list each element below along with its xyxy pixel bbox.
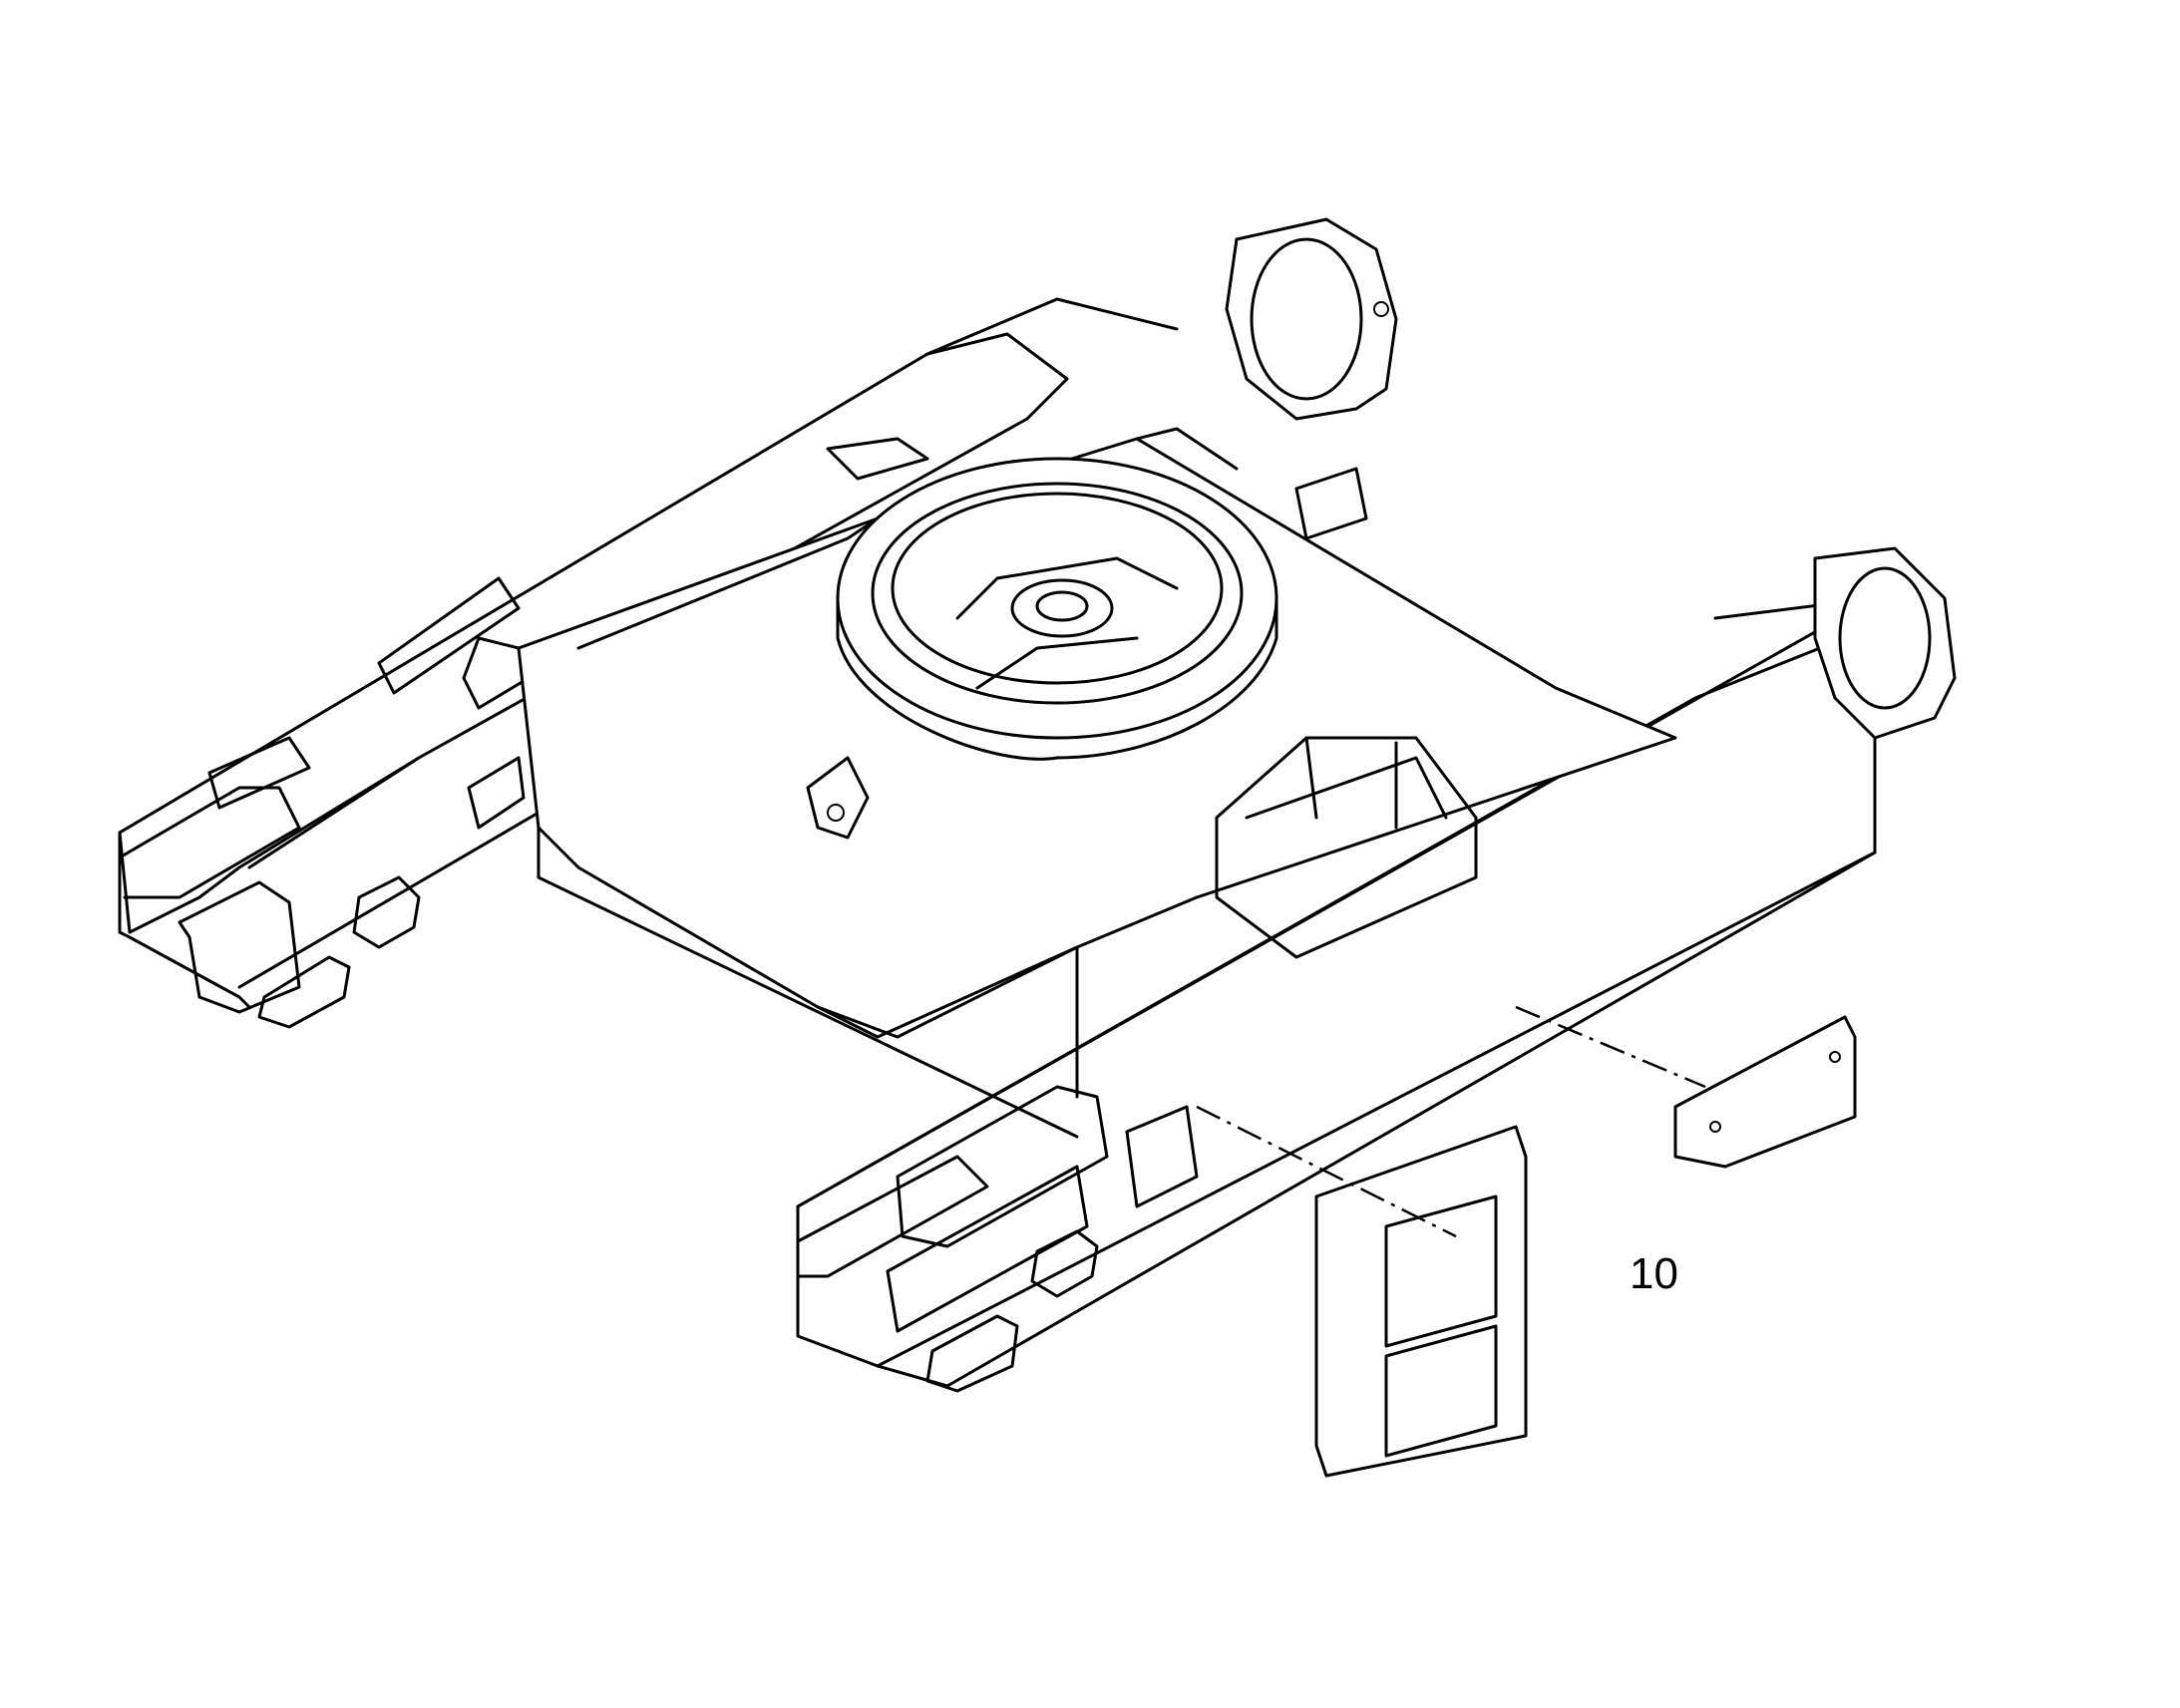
callout-label-10: 10 (1630, 1249, 1678, 1298)
leader-line-1 (1515, 1005, 1706, 1089)
rear-drive-housing (1225, 217, 1398, 421)
right-track-frame (796, 596, 1877, 1393)
guard-plate-small (1673, 1015, 1857, 1169)
slewing-ring (836, 457, 1278, 761)
leader-line-2 (1196, 1105, 1457, 1238)
center-body (517, 427, 1677, 1139)
front-drive-housing (1813, 546, 1957, 740)
guard-plate-large (1314, 1125, 1528, 1478)
